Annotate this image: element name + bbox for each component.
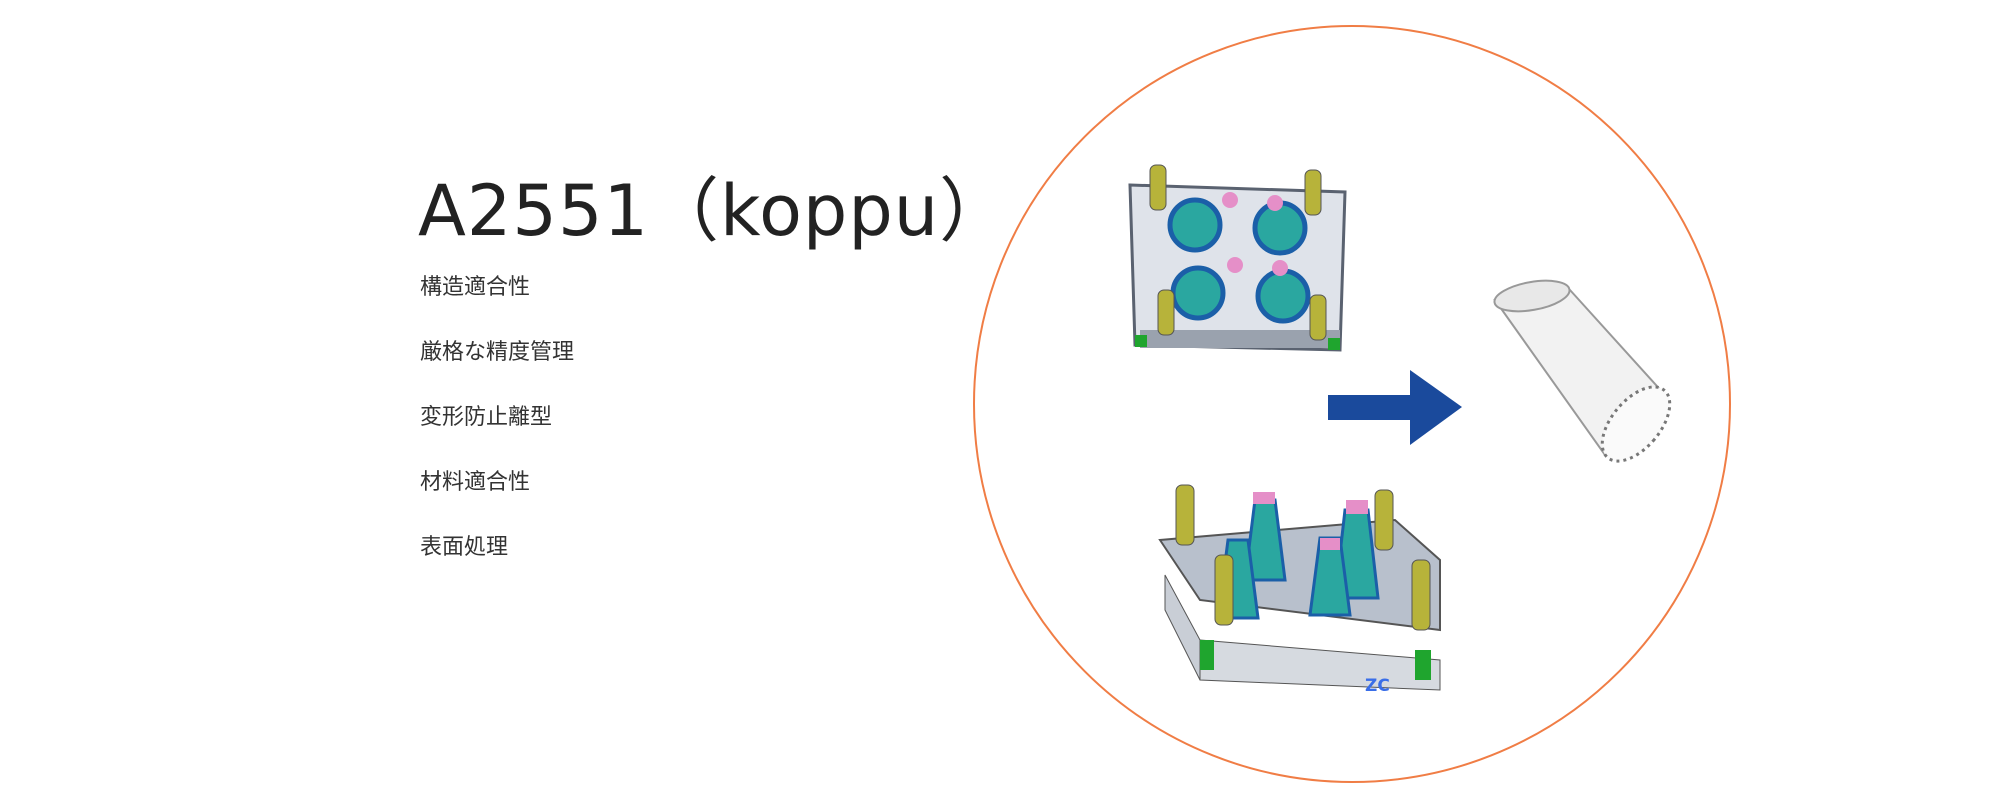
feature-item: 材料適合性	[420, 470, 531, 495]
feature-item: 表面処理	[420, 535, 509, 560]
mold-isometric-image	[1158, 484, 1441, 691]
feature-list: 構造適合性 厳格な精度管理 変形防止離型 材料適合性 表面処理	[420, 275, 574, 600]
cup-product-image	[1493, 279, 1672, 463]
highlight-circle	[973, 25, 1731, 783]
page-title: A2551（koppu）	[418, 170, 1011, 252]
mold-top-view-image	[1128, 164, 1347, 352]
feature-item: 厳格な精度管理	[420, 340, 575, 365]
feature-item: 構造適合性	[420, 275, 531, 300]
axis-label: ZC	[1365, 676, 1390, 696]
arrow-right-icon	[1328, 370, 1462, 445]
feature-item: 変形防止離型	[420, 405, 553, 430]
